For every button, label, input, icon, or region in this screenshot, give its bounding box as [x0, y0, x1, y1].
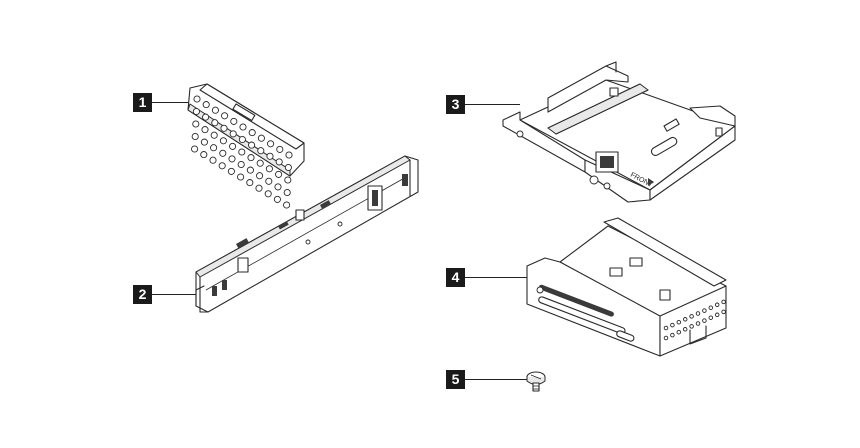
perforation-hole	[219, 137, 227, 145]
perforation-hole	[695, 311, 701, 316]
perforation-hole	[708, 305, 714, 310]
perforation-hole	[211, 106, 219, 114]
perforation-hole	[246, 166, 254, 174]
perforation-hole	[210, 144, 218, 152]
perforation-hole	[257, 134, 265, 142]
perforation-hole	[248, 141, 256, 149]
perforation-hole	[211, 119, 219, 127]
perforation-hole	[265, 165, 273, 173]
perforation-hole	[721, 299, 726, 305]
perforation-hole	[202, 113, 210, 121]
perforation-hole	[238, 135, 246, 144]
leader-line-1	[152, 102, 190, 103]
perforation-hole	[283, 188, 291, 197]
perforation-hole	[237, 173, 245, 181]
perforation-hole	[248, 129, 256, 137]
part-1-filler-panel	[187, 83, 305, 209]
perforation-hole	[676, 329, 682, 335]
perforation-hole	[663, 325, 669, 331]
perforation-hole	[689, 314, 694, 319]
perforation-hole	[192, 120, 200, 128]
perforation-hole	[201, 126, 209, 134]
perforation-hole	[714, 302, 720, 308]
perforation-hole	[670, 322, 675, 328]
leader-line-2	[152, 294, 196, 295]
perforation-hole	[682, 327, 688, 332]
perforation-hole	[246, 179, 254, 187]
perforation-hole	[257, 147, 265, 155]
perforation-hole	[708, 315, 714, 320]
perforation-hole	[202, 101, 210, 109]
perforation-hole	[714, 312, 720, 318]
perforation-hole	[247, 154, 255, 162]
perforation-hole	[193, 95, 201, 103]
part-3-drive-carrier: FRONT	[502, 61, 736, 203]
callout-2: 2	[133, 285, 152, 304]
perforation-hole	[237, 160, 245, 169]
perforation-hole	[221, 112, 229, 120]
perforation-hole	[689, 324, 694, 329]
perforation-hole	[283, 201, 291, 209]
perforation-hole	[227, 167, 235, 175]
callout-1: 1	[133, 93, 152, 112]
perforation-hole	[702, 318, 707, 323]
perforation-hole	[191, 145, 199, 153]
perforation-hole	[702, 308, 707, 313]
part-5-screw	[526, 371, 546, 392]
perforation-hole	[256, 159, 264, 167]
part-2-rail-bracket	[195, 155, 419, 313]
perforation-hole	[255, 184, 263, 192]
perforation-hole	[266, 152, 274, 160]
perforation-hole	[663, 335, 669, 341]
callout-3: 3	[446, 95, 465, 114]
perforation-hole	[265, 177, 273, 185]
perforation-hole	[275, 158, 283, 166]
perforation-hole	[192, 107, 200, 116]
perforation-hole	[275, 170, 283, 178]
perforation-hole	[676, 319, 682, 325]
leader-line-3	[465, 104, 520, 105]
perforation-hole	[276, 145, 284, 153]
perforation-hole	[682, 317, 688, 322]
perforation-hole	[200, 151, 208, 159]
perforation-hole	[273, 195, 281, 203]
callout-5: 5	[446, 370, 465, 389]
perforation-hole	[191, 132, 199, 141]
perforation-hole	[219, 149, 227, 157]
perforation-hole	[229, 130, 237, 138]
perforation-hole	[239, 123, 247, 131]
perforation-hole	[220, 124, 228, 132]
perforation-hole	[218, 162, 226, 170]
perforation-hole	[267, 140, 275, 148]
part-4-drive-cage	[526, 217, 727, 357]
perforation-hole	[670, 332, 675, 338]
perforation-hole	[230, 117, 238, 125]
leader-line-5	[465, 379, 529, 380]
perforation-hole	[200, 138, 208, 146]
perforation-hole	[209, 156, 217, 164]
perforation-hole	[695, 321, 701, 326]
perforation-hole	[256, 172, 264, 180]
perforation-hole	[274, 183, 282, 191]
leader-line-4	[465, 277, 527, 278]
perforation-hole	[285, 151, 293, 159]
perforation-hole	[210, 131, 218, 139]
perforation-hole	[228, 155, 236, 163]
perforation-hole	[229, 142, 237, 150]
perforation-hole	[284, 176, 292, 184]
perforation-hole	[284, 163, 292, 172]
perforation-hole	[264, 190, 272, 198]
perforation-hole	[238, 148, 246, 156]
callout-4: 4	[446, 268, 465, 287]
perforation-hole	[721, 309, 726, 315]
